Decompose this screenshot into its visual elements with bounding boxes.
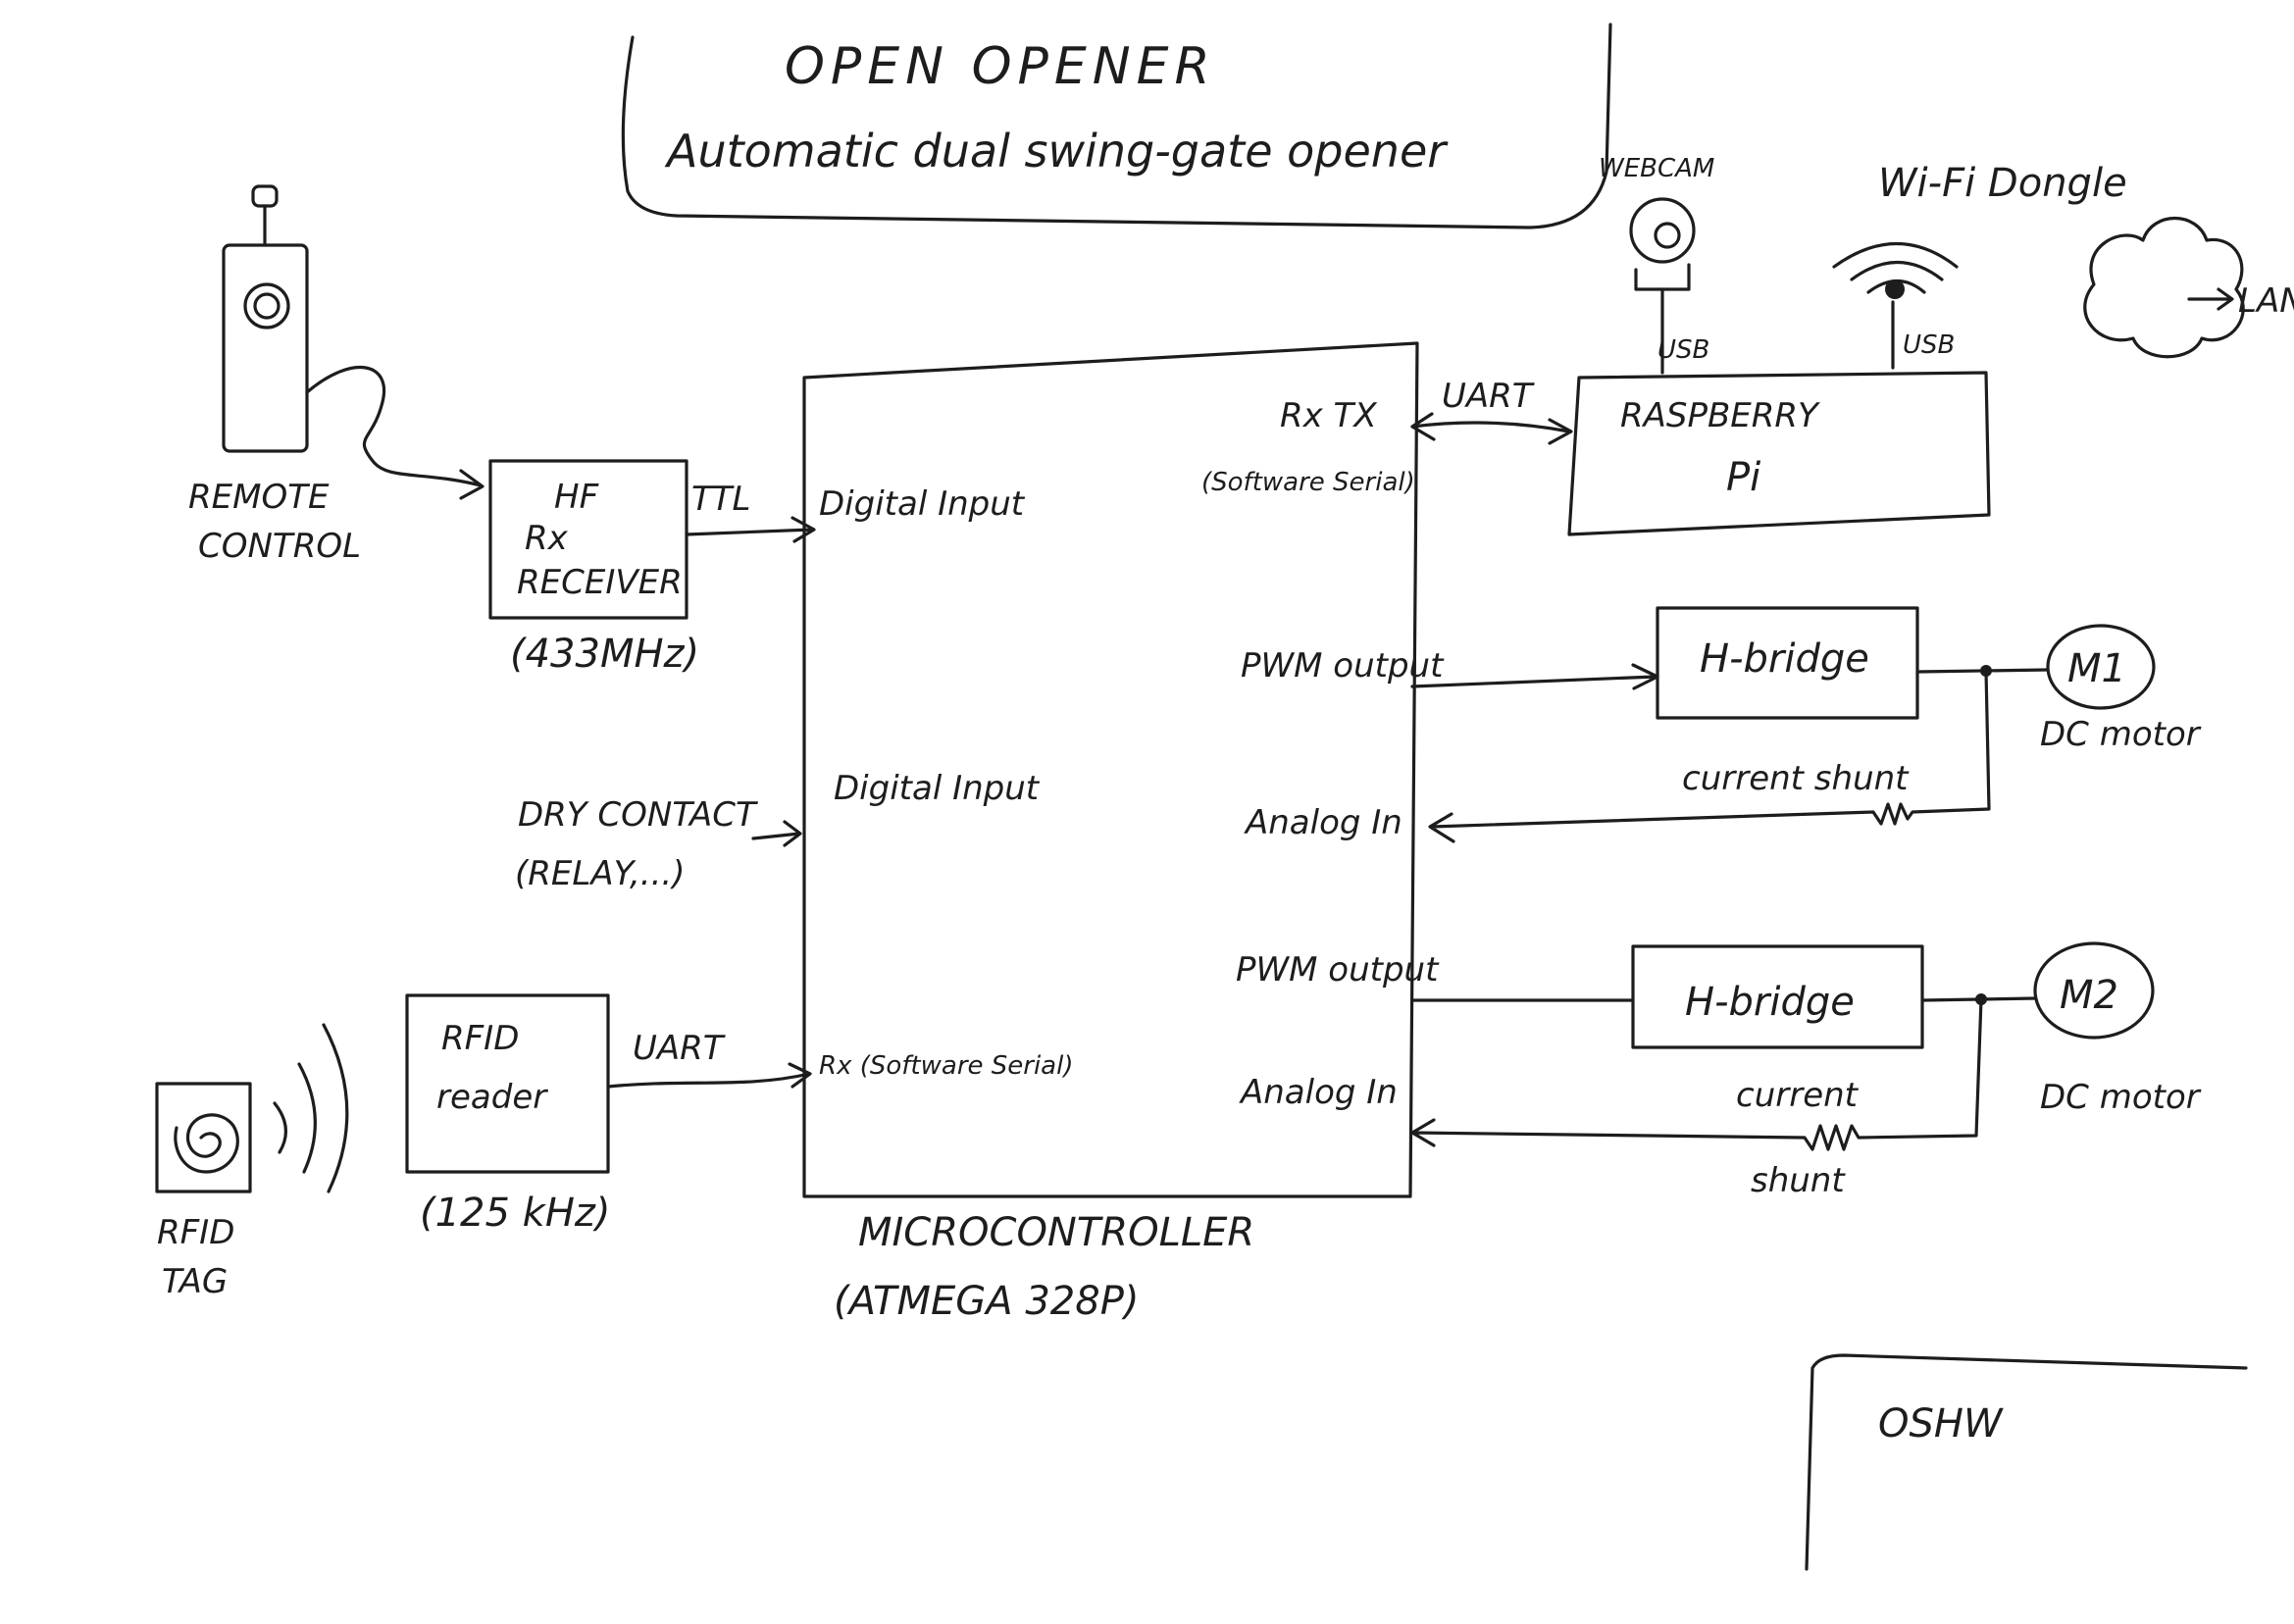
dry-contact-label-2: (RELAY,...) — [515, 854, 685, 893]
microcontroller-box — [802, 341, 1419, 1198]
remote-control-icon — [222, 184, 484, 500]
wifi-dongle-icon — [1832, 242, 1959, 370]
webcam-icon — [1629, 197, 1696, 375]
lan-label: LAN — [2238, 281, 2294, 321]
mcu-pwm-output-1: PWM output — [1241, 646, 1445, 685]
hbridge-2-box — [1631, 944, 1924, 1049]
uart-rfid-arrow — [606, 1062, 812, 1089]
rfid-tag-icon — [155, 1023, 349, 1193]
oshw-frame — [1805, 1353, 2248, 1571]
wifi-dongle-label: Wi-Fi Dongle — [1878, 161, 2127, 206]
microcontroller-part: (ATMEGA 328P) — [834, 1279, 1139, 1324]
shunt-2-label: shunt — [1751, 1161, 1846, 1200]
hbridge-1-box — [1656, 606, 1919, 720]
shunt2-wire — [1410, 997, 1983, 1151]
uart-rfid-label: UART — [633, 1029, 726, 1068]
ttl-label: TTL — [691, 480, 750, 519]
motor-2-label: M2 — [2060, 973, 2118, 1018]
hf-receiver-box — [488, 459, 688, 620]
mcu-rxtx: Rx TX — [1280, 396, 1377, 435]
digital-input-1: Digital Input — [819, 484, 1026, 524]
rfid-tag-label-2: TAG — [162, 1262, 228, 1301]
hf-label-1: HF — [554, 478, 599, 517]
webcam-label: WEBCAM — [1599, 154, 1714, 183]
current-shunt-1-label: current shunt — [1682, 759, 1910, 798]
microcontroller-label: MICROCONTROLLER — [858, 1210, 1254, 1255]
motor-1-type: DC motor — [2040, 715, 2202, 754]
mcu-analog-in-2: Analog In — [1239, 1073, 1398, 1112]
lan-arrow — [2187, 287, 2234, 311]
webcam-usb-label: USB — [1657, 335, 1709, 365]
ttl-arrow — [685, 516, 816, 543]
hf-frequency: (433MHz) — [510, 632, 699, 677]
shunt1-wire — [1428, 669, 1991, 843]
motor-2-type: DC motor — [2040, 1078, 2202, 1117]
raspberry-label-2: Pi — [1726, 455, 1760, 500]
lan-cloud-icon — [2083, 217, 2245, 359]
hbridge-2-label: H-bridge — [1685, 980, 1855, 1025]
dry-contact-arrow — [751, 820, 802, 847]
raspberry-label-1: RASPBERRY — [1620, 396, 1820, 435]
rfid-reader-label-1: RFID — [441, 1019, 519, 1058]
mcu-rx-software-serial: Rx (Software Serial) — [819, 1051, 1073, 1081]
digital-input-2: Digital Input — [834, 769, 1041, 808]
dry-contact-label-1: DRY CONTACT — [518, 795, 758, 835]
rfid-reader-label-2: reader — [436, 1078, 548, 1117]
wifi-usb-label: USB — [1903, 330, 1955, 360]
hf-label-3: RECEIVER — [517, 563, 683, 602]
title-frame — [621, 23, 1612, 229]
rfid-tag-label-1: RFID — [157, 1213, 234, 1252]
rfid-reader-box — [405, 993, 610, 1174]
raspberry-pi-box — [1567, 371, 1991, 536]
hf-label-2: Rx — [525, 519, 569, 558]
motor-1-label: M1 — [2067, 646, 2126, 691]
motor-2-icon — [2033, 941, 2155, 1040]
current-2-label: current — [1736, 1076, 1860, 1115]
subtitle: Automatic dual swing-gate opener — [664, 125, 1449, 178]
remote-label-1: REMOTE — [188, 478, 330, 517]
mcu-software-serial: (Software Serial) — [1201, 468, 1415, 497]
uart-raspberry-label: UART — [1442, 377, 1535, 416]
hbridge-1-label: H-bridge — [1700, 636, 1869, 682]
rfid-reader-frequency: (125 kHz) — [420, 1191, 611, 1236]
mcu-analog-in-1: Analog In — [1244, 803, 1402, 842]
motor-1-icon — [2046, 624, 2156, 710]
oshw-label: OSHW — [1878, 1401, 2004, 1446]
pwm1-arrow — [1410, 663, 1659, 690]
title: OPEN OPENER — [785, 37, 1216, 96]
mcu-pwm-output-2: PWM output — [1236, 950, 1440, 990]
uart-raspberry-arrow — [1410, 412, 1573, 445]
remote-label-2: CONTROL — [198, 527, 361, 566]
